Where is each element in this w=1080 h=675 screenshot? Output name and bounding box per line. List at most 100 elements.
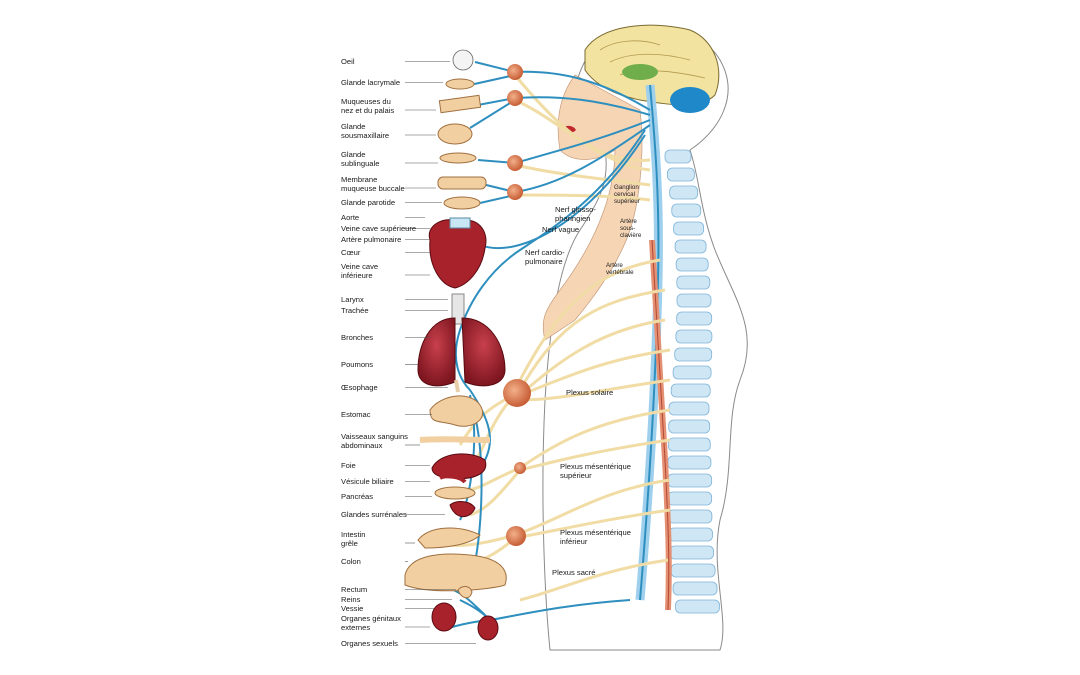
label-artere-vert: Artère vertébrale (606, 262, 634, 276)
vertebra (676, 311, 713, 326)
label-nerf-glosso: Nerf glosso- pharingien (555, 205, 596, 223)
face-skin (542, 74, 643, 341)
vertebral-column (664, 149, 720, 614)
pancreas (434, 486, 476, 500)
organ-label: Larynx (341, 295, 364, 304)
organ-label: Bronches (341, 333, 374, 342)
organ-label: Foie (341, 461, 356, 470)
vertebra (666, 167, 695, 182)
vertebra (667, 473, 713, 488)
brain-green (622, 64, 658, 80)
vertebra (675, 599, 720, 614)
organ-label: Estomac (341, 410, 371, 419)
organ-label: Colon (341, 557, 361, 566)
organ-label: Poumons (341, 360, 374, 369)
vertebra (672, 581, 718, 596)
cerebellum (670, 87, 710, 113)
label-ganglion: Ganglion cervical supérieur (614, 184, 640, 205)
colon (404, 553, 507, 592)
lung-right (461, 317, 506, 387)
organ-label: Rectum (341, 585, 368, 594)
label-plexus-solaire: Plexus solaire (566, 388, 614, 397)
vertebra (671, 203, 702, 218)
organ-label: Glande sublinguale (341, 150, 380, 168)
small-intestine (417, 527, 481, 549)
solar-plexus-ganglion (503, 379, 531, 407)
heart (428, 219, 487, 289)
vertebra (667, 455, 712, 470)
nasal-mucosa (438, 94, 482, 114)
vertebra (670, 563, 716, 578)
bladder (431, 602, 457, 632)
label-artere-sous: Artère sous- clavière (620, 218, 642, 239)
buccal-mucosa (437, 176, 487, 190)
parotid-gland (443, 196, 481, 210)
lung-left (417, 317, 456, 387)
vertebra (672, 365, 712, 380)
vertebra (674, 239, 707, 254)
organ-label: Veine cave supérieure (341, 224, 417, 233)
vertebra (668, 527, 713, 542)
organ-label: Muqueuses du nez et du palais (341, 97, 395, 115)
vertebra (674, 347, 713, 362)
abdominal-vessels (419, 436, 491, 443)
label-nerf-vague: Nerf vague (542, 225, 580, 234)
esophagus (454, 379, 460, 393)
organ-label: Vésicule biliaire (341, 477, 394, 486)
organ-label: Organes sexuels (341, 639, 398, 648)
vertebra (676, 293, 712, 308)
genital-organs (477, 615, 499, 641)
ganglia (503, 64, 531, 546)
organ-label: Organes génitaux externes (341, 614, 401, 632)
sublingual-gland (439, 152, 477, 164)
vertebra (668, 401, 710, 416)
organ-label: Reins (341, 595, 361, 604)
vertebra (668, 419, 711, 434)
organ-label: Artère pulmonaire (341, 235, 402, 244)
organ-label: Aorte (341, 213, 360, 222)
vertebra (667, 509, 713, 524)
organ-label: Vessie (341, 604, 364, 613)
liver (431, 453, 487, 479)
vertebra (664, 149, 692, 164)
leader-lines (405, 61, 476, 644)
vertebra (669, 545, 714, 560)
organ-label: Glandes surrénales (341, 510, 407, 519)
organ-label: Intestin grêle (341, 530, 366, 548)
label-plexus-sacre: Plexus sacré (552, 568, 596, 577)
organ-label: Membrane muqueuse buccale (341, 175, 405, 193)
stomach (429, 395, 483, 427)
organ-label: Glande sousmaxillaire (341, 122, 390, 140)
organ-label: Pancréas (341, 492, 374, 501)
organ-label: Trachée (341, 306, 369, 315)
vertebra (669, 185, 699, 200)
organ-label: Cœur (341, 248, 361, 257)
label-plexus-mes-inf: Plexus mésentérique inférieur (560, 528, 631, 546)
organ-label: Glande parotide (341, 198, 396, 207)
vertebra (667, 437, 711, 452)
label-plexus-mes-sup: Plexus mésentérique supérieur (560, 462, 631, 480)
organ-label: Glande lacrymale (341, 78, 401, 87)
kidneys (457, 586, 473, 599)
organ-label: Veine cave inférieure (341, 262, 379, 280)
label-nerf-cardio: Nerf cardio- pulmonaire (525, 248, 565, 266)
vertebra (675, 257, 709, 272)
organ-label: Œsophage (341, 383, 378, 392)
aorta (449, 217, 471, 229)
vertebra (676, 275, 711, 290)
submaxillary-gland (437, 123, 473, 145)
larynx-trachea (451, 293, 465, 325)
lacrimal-gland (445, 78, 475, 90)
organ-label: Vaisseaux sanguins abdominaux (341, 432, 408, 450)
vertebra (670, 383, 711, 398)
vertebra (667, 491, 713, 506)
eye (452, 49, 474, 71)
vertebra (675, 329, 713, 344)
gallbladder (438, 474, 467, 484)
organs (404, 49, 507, 641)
adrenal-glands (449, 501, 476, 518)
organ-label: Oeil (341, 57, 355, 66)
vertebra (673, 221, 705, 236)
